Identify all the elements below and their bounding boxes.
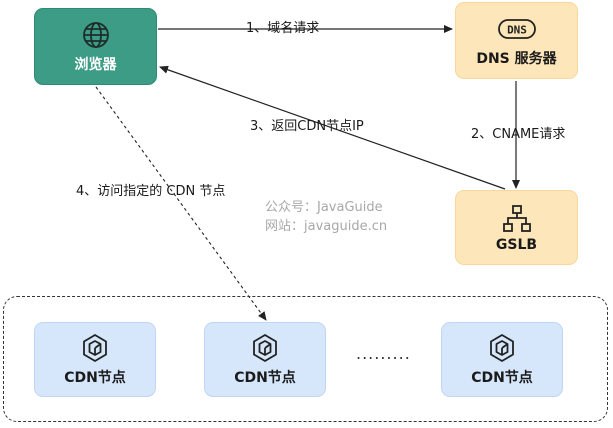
cdn-node-1: CDN节点: [34, 322, 156, 397]
cdn-node-3: CDN节点: [441, 322, 563, 397]
cdn-cluster-container: [3, 296, 608, 422]
cdn-node-2: CDN节点: [204, 322, 326, 397]
dns-icon: DNS: [497, 18, 536, 39]
globe-icon: [82, 21, 109, 48]
browser-label: 浏览器: [74, 56, 117, 73]
cdn-node-label: CDN节点: [64, 369, 126, 386]
edge-label-return-cdn-ip: 3、返回CDN节点IP: [250, 119, 364, 134]
dns-server-label: DNS 服务器: [476, 50, 557, 67]
network-hierarchy-icon: [502, 204, 531, 232]
cdn-cube-icon: [253, 333, 277, 362]
browser-node: 浏览器: [34, 8, 157, 85]
dns-server-node: DNS DNS 服务器: [455, 2, 578, 79]
edge-label-cname-request: 2、CNAME请求: [471, 127, 566, 142]
cdn-cube-icon: [490, 333, 514, 362]
cdn-cube-icon: [83, 333, 107, 362]
edge-return-cdn-ip: [159, 65, 506, 190]
gslb-node: GSLB: [455, 190, 578, 265]
edge-label-visit-cdn-node: 4、访问指定的 CDN 节点: [76, 184, 226, 199]
edge-label-domain-request: 1、域名请求: [246, 21, 320, 36]
watermark-website: 网站：javaguide.cn: [265, 219, 388, 234]
dns-icon-text: DNS: [507, 23, 527, 36]
edge-visit-cdn-node: [95, 86, 267, 321]
watermark-wechat: 公众号：JavaGuide: [265, 200, 383, 215]
more-nodes-ellipsis: .........: [356, 344, 411, 363]
gslb-label: GSLB: [495, 236, 538, 253]
cdn-node-label: CDN节点: [471, 369, 533, 386]
cdn-node-label: CDN节点: [234, 369, 296, 386]
